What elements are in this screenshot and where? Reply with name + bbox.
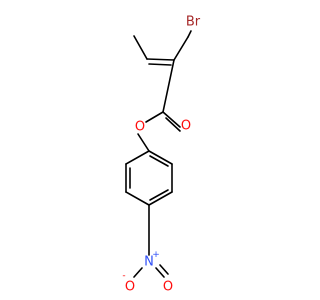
bond-n-o-right-inner — [159, 264, 169, 275]
ring-bond-3 — [148, 191, 173, 206]
bond-carbonyl-double-o-inner — [165, 117, 181, 132]
bromine-label: Br — [186, 15, 201, 30]
bond-n-o-left — [133, 267, 143, 278]
bond-ch3-ch — [133, 35, 148, 60]
bond-n-o-right — [155, 267, 165, 278]
structure-diagram: Br O O N + O - O — [122, 15, 201, 295]
bond-carbonyl-o-ester — [145, 111, 164, 123]
bond-carbonyl-double-o — [162, 111, 181, 128]
bond-double-ch-c — [146, 58, 175, 61]
ring-double-2 — [149, 189, 169, 201]
carbonyl-oxygen-label: O — [181, 119, 191, 134]
bond-double-ch-c-inner — [148, 63, 172, 66]
bond-o-ring — [137, 133, 150, 152]
nitro-oxygen-left-label: O — [125, 280, 135, 295]
molecule-canvas: Br O O N + O - O — [122, 15, 201, 295]
ester-oxygen-label: O — [135, 120, 145, 135]
ring-double-1 — [149, 155, 169, 167]
ring-bond-6 — [125, 150, 150, 165]
ring-bond-1 — [148, 150, 173, 165]
ring-bond-4 — [125, 191, 150, 206]
nitro-oxygen-right-label: O — [163, 280, 173, 295]
bond-c-carbonyl — [162, 59, 175, 113]
nitro-minus-charge: - — [122, 271, 125, 281]
bond-ch2-br — [187, 30, 192, 38]
nitro-plus-charge: + — [152, 250, 160, 260]
nitro-nitrogen-label: N — [144, 255, 154, 270]
bond-c-ch2 — [173, 36, 189, 61]
